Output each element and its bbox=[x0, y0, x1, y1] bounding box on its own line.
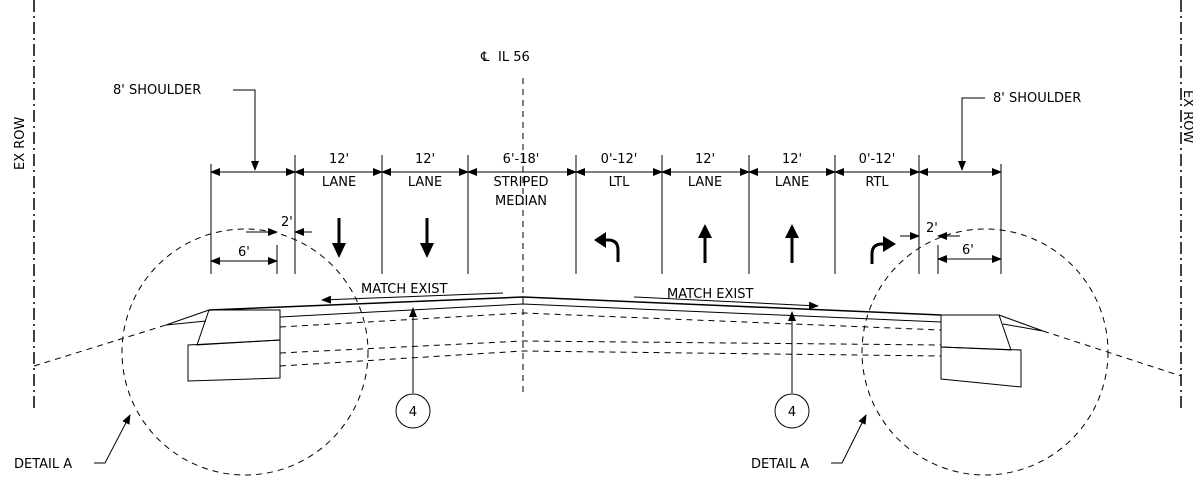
svg-text:2': 2' bbox=[281, 215, 293, 230]
left-detail-label: DETAIL A bbox=[14, 457, 72, 472]
right-detail-circle bbox=[861, 228, 1109, 476]
ltl-width: 0'-12' bbox=[601, 152, 638, 167]
extension-lines bbox=[210, 155, 1002, 274]
left-callout-number: 4 bbox=[409, 405, 417, 420]
pavement-section bbox=[165, 296, 1044, 388]
median-type-2: MEDIAN bbox=[495, 194, 547, 209]
left-shoulder-label: 8' SHOULDER bbox=[113, 83, 201, 98]
right-match-arrow bbox=[633, 296, 819, 310]
lane-4-width: 12' bbox=[782, 152, 802, 167]
left-shoulder-dims: 2' 6' bbox=[210, 215, 312, 265]
lane-1-type: LANE bbox=[322, 175, 356, 190]
right-match-label: MATCH EXIST bbox=[667, 287, 753, 302]
right-row-label: EX ROW bbox=[1180, 90, 1193, 144]
down-arrow-icon bbox=[332, 218, 346, 258]
left-match-arrow bbox=[321, 292, 504, 304]
svg-text:6': 6' bbox=[238, 245, 250, 260]
left-turn-arrow-icon bbox=[594, 232, 620, 262]
svg-text:2': 2' bbox=[926, 221, 938, 236]
median-type: STRIPED bbox=[493, 175, 548, 190]
right-detail-label: DETAIL A bbox=[751, 457, 809, 472]
left-match-label: MATCH EXIST bbox=[361, 282, 447, 297]
right-shoulder-leader bbox=[958, 97, 985, 171]
lane-3-width: 12' bbox=[695, 152, 715, 167]
right-shoulder-dims: 2' 6' bbox=[900, 221, 1002, 263]
left-ground-line bbox=[33, 324, 167, 367]
right-turn-arrow-icon bbox=[870, 236, 896, 264]
rtl-type: RTL bbox=[865, 175, 889, 190]
svg-text:6': 6' bbox=[962, 243, 974, 258]
left-detail-circle bbox=[121, 228, 369, 476]
up-arrow-icon bbox=[698, 224, 712, 263]
centerline-label: IL 56 bbox=[498, 50, 530, 65]
right-shoulder-label: 8' SHOULDER bbox=[993, 91, 1081, 106]
left-detail-leader bbox=[94, 414, 131, 464]
right-callout-circle bbox=[774, 393, 810, 429]
lane-2-width: 12' bbox=[415, 152, 435, 167]
rtl-width: 0'-12' bbox=[859, 152, 896, 167]
right-ground-line bbox=[1042, 330, 1182, 377]
left-callout-circle bbox=[395, 393, 431, 429]
lane-2-type: LANE bbox=[408, 175, 442, 190]
ltl-type: LTL bbox=[609, 175, 630, 190]
down-arrow-icon bbox=[420, 218, 434, 258]
lane-3-type: LANE bbox=[688, 175, 722, 190]
lane-1-width: 12' bbox=[329, 152, 349, 167]
right-callout-number: 4 bbox=[788, 405, 796, 420]
median-width: 6'-18' bbox=[503, 152, 540, 167]
up-arrow-icon bbox=[785, 224, 799, 263]
right-detail-leader bbox=[831, 414, 867, 464]
left-shoulder-leader bbox=[233, 89, 259, 171]
left-row-label: EX ROW bbox=[13, 116, 28, 170]
centerline-symbol: ℄ bbox=[480, 50, 490, 65]
lane-4-type: LANE bbox=[775, 175, 809, 190]
